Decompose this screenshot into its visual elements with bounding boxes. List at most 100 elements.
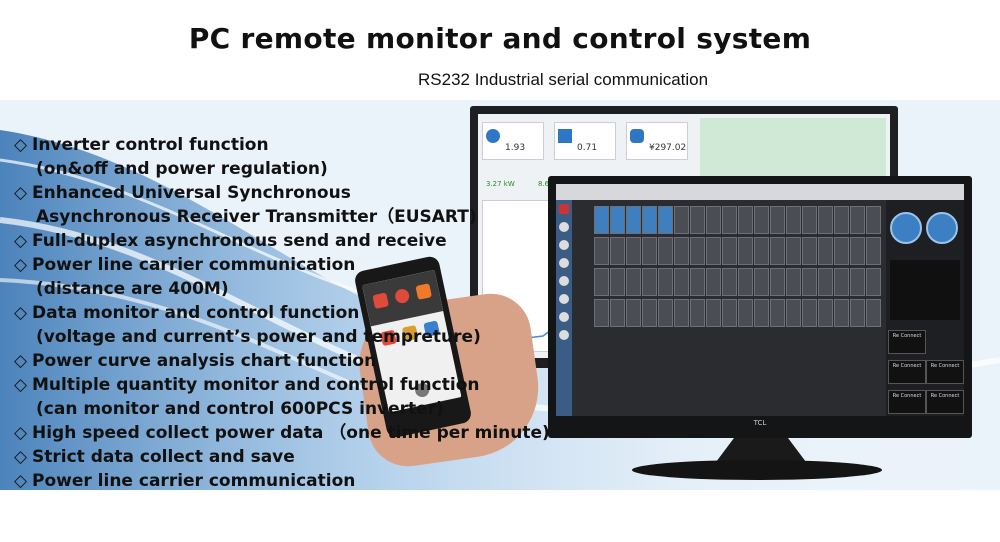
inverter-cell[interactable] bbox=[770, 299, 785, 327]
inverter-cell[interactable] bbox=[770, 237, 785, 265]
inverter-cell[interactable] bbox=[706, 237, 721, 265]
inverter-cell[interactable] bbox=[786, 299, 801, 327]
inverter-cell[interactable] bbox=[722, 206, 737, 234]
inverter-cell[interactable] bbox=[594, 299, 609, 327]
inverter-cell[interactable] bbox=[594, 206, 609, 234]
reconnect-button[interactable]: Re Connect bbox=[888, 330, 926, 354]
diamond-bullet-icon: ◇ bbox=[14, 231, 28, 251]
inverter-cell[interactable] bbox=[626, 206, 641, 234]
inverter-cell[interactable] bbox=[674, 268, 689, 296]
diamond-bullet-icon: ◇ bbox=[14, 303, 28, 323]
reconnect-button[interactable]: Re Connect bbox=[888, 360, 926, 384]
inverter-cell[interactable] bbox=[690, 299, 705, 327]
inverter-cell[interactable] bbox=[770, 268, 785, 296]
diamond-bullet-icon: ◇ bbox=[14, 183, 28, 203]
sidebar-icon bbox=[559, 204, 569, 214]
inverter-cell[interactable] bbox=[770, 206, 785, 234]
inverter-cell[interactable] bbox=[802, 299, 817, 327]
inverter-cell[interactable] bbox=[850, 299, 865, 327]
feature-detail: (can monitor and control 600PCS inverter… bbox=[36, 399, 444, 419]
inverter-cell[interactable] bbox=[690, 268, 705, 296]
feature-text: Data monitor and control function bbox=[32, 303, 360, 323]
inverter-cell[interactable] bbox=[866, 206, 881, 234]
inverter-cell[interactable] bbox=[850, 268, 865, 296]
inverter-cell[interactable] bbox=[722, 299, 737, 327]
inverter-cell[interactable] bbox=[738, 206, 753, 234]
stat-card: 0.71 bbox=[554, 122, 616, 160]
monitor-base bbox=[632, 460, 882, 480]
feature-text: Inverter control function bbox=[32, 135, 269, 155]
inverter-cell[interactable] bbox=[866, 268, 881, 296]
inverter-cell[interactable] bbox=[738, 237, 753, 265]
inverter-cell[interactable] bbox=[834, 206, 849, 234]
inverter-cell[interactable] bbox=[834, 237, 849, 265]
inverter-cell[interactable] bbox=[802, 206, 817, 234]
inverter-cell[interactable] bbox=[866, 237, 881, 265]
inverter-cell[interactable] bbox=[642, 206, 657, 234]
gauge-icon bbox=[890, 212, 922, 244]
inverter-cell[interactable] bbox=[690, 237, 705, 265]
inverter-cell[interactable] bbox=[594, 268, 609, 296]
inverter-cell[interactable] bbox=[674, 206, 689, 234]
reconnect-button[interactable]: Re Connect bbox=[926, 390, 964, 414]
inverter-cell[interactable] bbox=[722, 237, 737, 265]
inverter-cell[interactable] bbox=[642, 237, 657, 265]
inverter-cell[interactable] bbox=[786, 206, 801, 234]
inverter-cell[interactable] bbox=[738, 299, 753, 327]
feature-text: Multiple quantity monitor and control fu… bbox=[32, 375, 480, 395]
inverter-cell[interactable] bbox=[786, 268, 801, 296]
inverter-cell[interactable] bbox=[626, 299, 641, 327]
inverter-cell[interactable] bbox=[802, 237, 817, 265]
page-subtitle: RS232 Industrial serial communication bbox=[418, 70, 709, 89]
inverter-cell[interactable] bbox=[690, 206, 705, 234]
sidebar-icon bbox=[559, 240, 569, 250]
inverter-cell[interactable] bbox=[594, 237, 609, 265]
inverter-cell[interactable] bbox=[674, 299, 689, 327]
inverter-cell[interactable] bbox=[818, 299, 833, 327]
inverter-cell[interactable] bbox=[754, 206, 769, 234]
inverter-cell[interactable] bbox=[818, 237, 833, 265]
money-bag-icon bbox=[630, 129, 644, 143]
inverter-cell[interactable] bbox=[626, 237, 641, 265]
feature-item: ◇Inverter control function bbox=[14, 133, 550, 157]
inverter-cell[interactable] bbox=[642, 268, 657, 296]
inverter-cell[interactable] bbox=[610, 268, 625, 296]
inverter-cell[interactable] bbox=[754, 237, 769, 265]
feature-detail: Asynchronous Receiver Transmitter（EUSART… bbox=[36, 207, 477, 227]
stat-icon bbox=[558, 129, 572, 143]
inverter-cell[interactable] bbox=[786, 237, 801, 265]
inverter-cell[interactable] bbox=[834, 299, 849, 327]
diamond-bullet-icon: ◇ bbox=[14, 471, 28, 491]
inverter-cell[interactable] bbox=[706, 299, 721, 327]
inverter-cell[interactable] bbox=[610, 299, 625, 327]
inverter-cell[interactable] bbox=[850, 206, 865, 234]
inverter-cell[interactable] bbox=[722, 268, 737, 296]
inverter-cell[interactable] bbox=[802, 268, 817, 296]
inverter-cell[interactable] bbox=[738, 268, 753, 296]
inverter-cell[interactable] bbox=[626, 268, 641, 296]
inverter-cell[interactable] bbox=[610, 206, 625, 234]
inverter-cell[interactable] bbox=[658, 268, 673, 296]
inverter-cell[interactable] bbox=[850, 237, 865, 265]
inverter-cell[interactable] bbox=[754, 299, 769, 327]
inverter-cell[interactable] bbox=[706, 206, 721, 234]
inverter-cell[interactable] bbox=[754, 268, 769, 296]
inverter-cell[interactable] bbox=[658, 237, 673, 265]
inverter-cell[interactable] bbox=[658, 299, 673, 327]
inverter-cell[interactable] bbox=[706, 268, 721, 296]
gauge-icon bbox=[926, 212, 958, 244]
inverter-cell[interactable] bbox=[818, 206, 833, 234]
inverter-cell[interactable] bbox=[674, 237, 689, 265]
feature-item: ◇Power line carrier communication bbox=[14, 469, 550, 493]
feature-item: ◇High speed collect power data （one time… bbox=[14, 421, 550, 445]
sidebar-icon bbox=[559, 222, 569, 232]
inverter-cell[interactable] bbox=[658, 206, 673, 234]
inverter-cell[interactable] bbox=[642, 299, 657, 327]
reconnect-button[interactable]: Re Connect bbox=[888, 390, 926, 414]
inverter-cell[interactable] bbox=[834, 268, 849, 296]
inverter-cell[interactable] bbox=[818, 268, 833, 296]
inverter-cell[interactable] bbox=[610, 237, 625, 265]
sidebar-icon bbox=[559, 312, 569, 322]
inverter-cell[interactable] bbox=[866, 299, 881, 327]
reconnect-button[interactable]: Re Connect bbox=[926, 360, 964, 384]
